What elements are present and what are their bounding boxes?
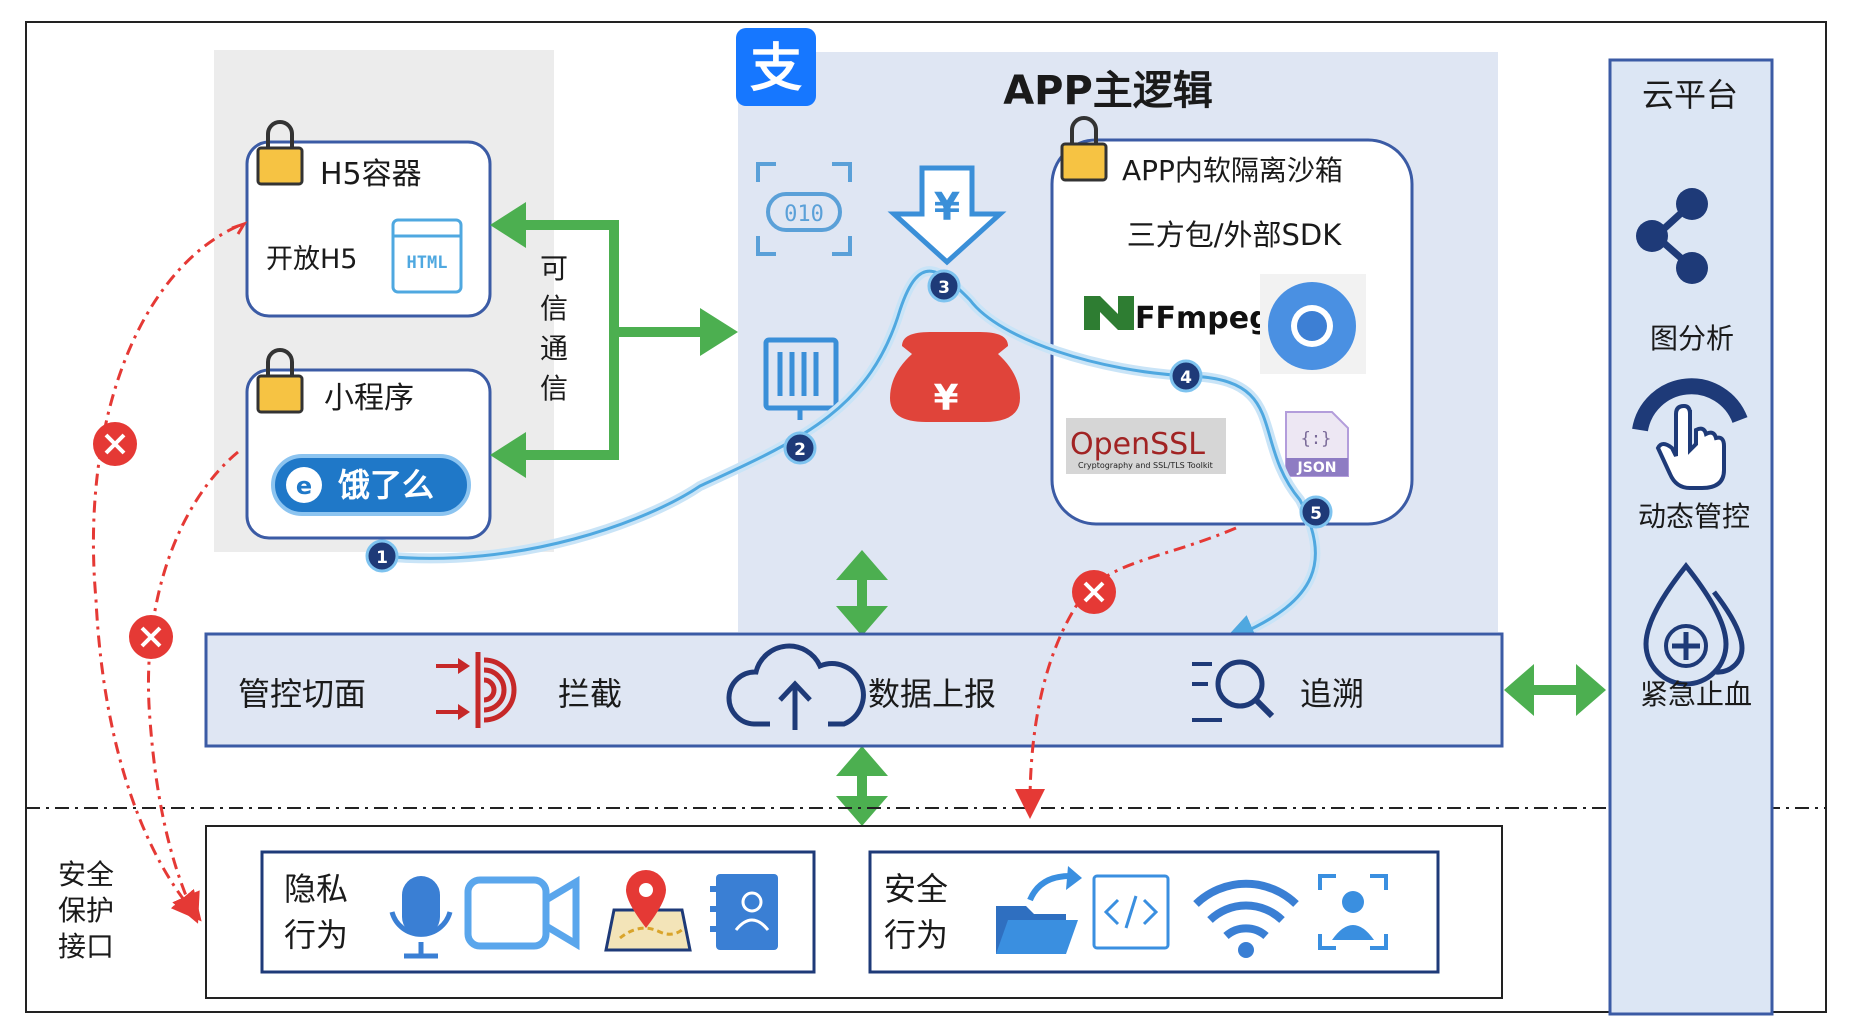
sandbox-box[interactable]: APP内软隔离沙箱 三方包/外部SDK FFmpeg OpenSSL Crypt… [1050,116,1414,526]
emergency-label: 紧急止血 [1640,678,1752,711]
file-share-icon [996,866,1082,954]
svg-text:3: 3 [938,278,950,298]
svg-text:信: 信 [540,292,568,325]
svg-text:饿了么: 饿了么 [338,466,434,504]
svg-text:1: 1 [376,548,388,568]
binary-scan-icon: 010 [756,162,852,256]
camera-icon [464,875,580,951]
eleme-logo: e 饿了么 [271,454,471,516]
marker-2: 2 [783,431,817,465]
html-file-icon: HTML [391,218,463,294]
dynamic-control-icon [1632,378,1748,490]
blocked-close-icon [129,615,173,659]
app-title: APP主逻辑 [1003,68,1213,114]
trusted-comm-arrows [490,202,738,478]
svg-text:支: 支 [750,39,802,99]
marker-4: 4 [1169,359,1203,393]
json-file-icon: {:} JSON [1285,411,1349,477]
app-control-arrow [836,550,888,636]
svg-text:安全: 安全 [884,870,948,908]
svg-text:5: 5 [1310,504,1322,524]
trace-label: 追溯 [1300,675,1364,713]
svg-text:安全: 安全 [58,858,114,891]
svg-text:接口: 接口 [58,930,114,963]
blocked-path-middle [1015,526,1237,819]
intercept-label: 拦截 [558,675,622,713]
money-bag-icon: ¥ [890,332,1020,422]
trace-search-icon [1192,659,1275,722]
svg-text:HTML: HTML [407,253,448,273]
openssl-logo: OpenSSL Cryptography and SSL/TLS Toolkit [1066,418,1226,474]
intercept-icon [436,652,517,728]
sandbox-title: APP内软隔离沙箱 [1122,154,1343,187]
mini-title: 小程序 [324,381,414,416]
svg-text:¥: ¥ [933,378,958,419]
svg-text:隐私: 隐私 [284,870,348,908]
control-title: 管控切面 [238,675,366,713]
barcode-icon [763,337,839,420]
control-aspect-bar: 管控切面 拦截 数据上报 追溯 [204,632,1504,748]
svg-text:¥: ¥ [934,185,960,229]
svg-text:OpenSSL: OpenSSL [1070,427,1205,462]
blocked-close-icon [93,422,137,466]
svg-text:{:}: {:} [1301,429,1332,449]
chromium-logo [1260,274,1366,374]
call-chain-path [381,269,1317,643]
cloud-title: 云平台 [1642,76,1738,114]
marker-5: 5 [1299,495,1333,529]
cloud-platform: 云平台 图分析 动态管控 紧急止血 [1608,58,1774,1016]
svg-text:行为: 行为 [884,916,948,954]
report-label: 数据上报 [868,675,996,713]
cloud-upload-icon [726,643,866,730]
svg-text:2: 2 [794,440,806,460]
alipay-logo: 支 [736,28,816,106]
lock-icon [256,348,304,414]
microphone-icon [389,876,453,959]
wifi-icon [1193,879,1299,958]
security-interface-label: 安全 保护 接口 [58,858,114,963]
svg-text:FFmpeg: FFmpeg [1135,301,1271,336]
lock-icon [256,120,304,186]
yuan-download-icon: ¥ [887,165,1007,266]
svg-text:信: 信 [540,372,568,405]
svg-text:通: 通 [540,332,568,365]
ffmpeg-logo: FFmpeg [1084,296,1271,336]
sandbox-subtitle: 三方包/外部SDK [1127,218,1343,252]
blood-drop-icon [1643,561,1745,687]
control-interface-arrow [836,746,888,826]
marker-3: 3 [927,269,961,303]
svg-text:可: 可 [540,252,568,285]
blocked-close-icon [1072,570,1116,614]
svg-text:行为: 行为 [284,916,348,954]
face-scan-icon [1318,874,1388,950]
svg-text:JSON: JSON [1297,460,1337,476]
h5-container[interactable]: H5容器 开放H5 HTML [245,120,492,318]
blocked-path-left-outer [91,221,248,922]
open-h5-label: 开放H5 [266,244,357,275]
trusted-comm-label: 可 信 通 信 [540,252,568,405]
lock-icon [1060,116,1108,182]
h5-title: H5容器 [320,157,422,192]
svg-text:e: e [296,472,312,500]
dynamic-label: 动态管控 [1638,500,1750,533]
security-behavior-box: 安全 行为 [868,850,1440,974]
graph-label: 图分析 [1650,322,1734,355]
contacts-icon [710,874,778,950]
svg-text:Cryptography and SSL/TLS Toolk: Cryptography and SSL/TLS Toolkit [1078,461,1213,470]
privacy-behavior-box: 隐私 行为 [260,850,816,974]
mini-program-container[interactable]: 小程序 e 饿了么 [245,348,492,540]
code-icon [1092,874,1170,950]
svg-text:010: 010 [784,202,824,227]
svg-text:4: 4 [1180,368,1192,388]
svg-text:保护: 保护 [58,894,114,927]
cloud-sync-arrow [1504,664,1606,716]
location-map-icon [604,870,692,952]
graph-share-icon [1636,188,1708,284]
marker-1: 1 [365,539,399,573]
